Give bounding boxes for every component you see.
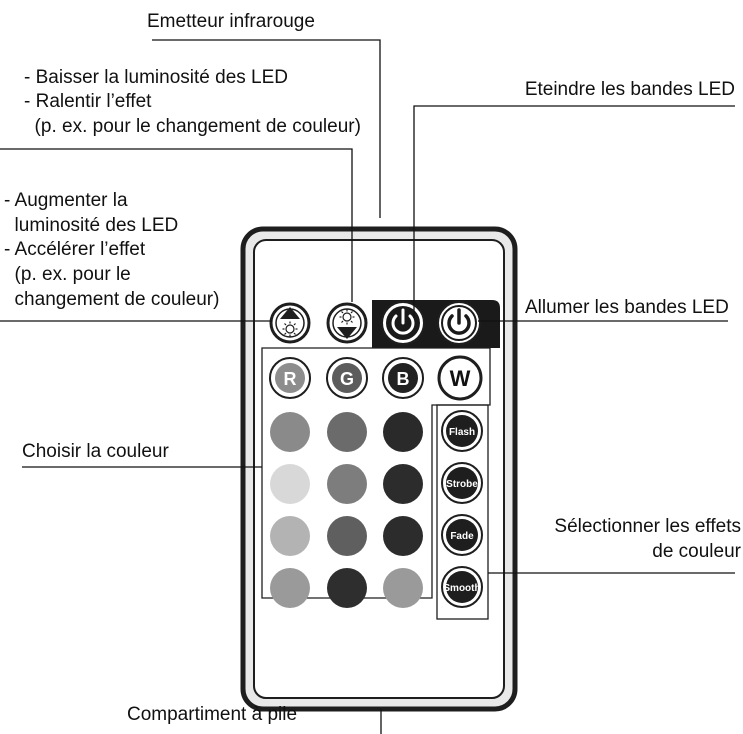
effects-label-1: Sélectionner les effets [554, 516, 741, 537]
rgbw-row: R G B W [269, 355, 483, 401]
rgb-fill-1 [332, 363, 362, 393]
color-swatch-4-1 [270, 568, 310, 608]
strobe-button: Strobe [441, 462, 483, 504]
increase-label-1: - Augmenter la [4, 190, 128, 211]
smooth-label: Smooth [443, 583, 480, 594]
color-swatch-2-1 [270, 464, 310, 504]
color-swatch-3-3 [383, 516, 423, 556]
leader-lines [0, 39, 735, 734]
power-on-button [437, 301, 481, 345]
white-label: W [450, 366, 471, 391]
smooth-button: Smooth [441, 566, 483, 608]
color-label: Choisir la couleur [22, 441, 169, 462]
rgb-fill-0 [275, 363, 305, 393]
color-swatch-4-3 [383, 568, 423, 608]
color-swatch-2-2 [327, 464, 367, 504]
color-swatch-3-2 [327, 516, 367, 556]
red-button: R [269, 357, 311, 399]
battery-label: Compartiment à pile [127, 704, 297, 725]
color-swatch-1-1 [270, 412, 310, 452]
green-button: G [326, 357, 368, 399]
color-swatch-3-1 [270, 516, 310, 556]
green-label: G [340, 369, 354, 389]
power-icon [391, 308, 415, 335]
color-group-frame [261, 347, 491, 599]
on-label: Allumer les bandes LED [525, 297, 729, 318]
color-swatch-1-3 [383, 412, 423, 452]
effects-label-2: de couleur [652, 541, 741, 562]
emitter-label: Emetteur infrarouge [147, 11, 315, 32]
white-button: W [437, 355, 483, 401]
leader-emitter [152, 39, 381, 218]
increase-label-4: (p. ex. pour le [4, 264, 131, 285]
fade-label: Fade [450, 531, 474, 542]
fade-button: Fade [441, 514, 483, 556]
blue-button: B [382, 357, 424, 399]
power-icon [447, 308, 471, 335]
sun-icon [282, 321, 298, 337]
brightness-up-button [269, 302, 311, 344]
decrease-label-2: - Ralentir l’effet [24, 91, 152, 112]
color-swatch-4-2 [327, 568, 367, 608]
red-label: R [284, 369, 297, 389]
increase-label-3: - Accélérer l’effet [4, 239, 146, 260]
effects-group-frame [436, 404, 489, 620]
off-label: Eteindre les bandes LED [525, 79, 735, 100]
color-swatch-2-3 [383, 464, 423, 504]
color-swatch-1-2 [327, 412, 367, 452]
color-grid [270, 412, 423, 608]
leader-decrease [0, 148, 353, 302]
increase-label-5: changement de couleur) [4, 289, 219, 310]
flash-button: Flash [441, 410, 483, 452]
blue-label: B [397, 369, 410, 389]
leader-off [413, 105, 735, 318]
increase-label-2: luminosité des LED [4, 215, 178, 236]
flash-label: Flash [449, 427, 475, 438]
strobe-label: Strobe [446, 479, 478, 490]
effect-buttons: Flash Strobe Fade Smooth [441, 410, 483, 608]
rgb-fill-2 [388, 363, 418, 393]
decrease-label-3: (p. ex. pour le changement de couleur) [24, 116, 361, 137]
sun-icon [339, 309, 355, 325]
power-off-button [381, 301, 425, 345]
brightness-down-button [326, 302, 368, 344]
decrease-label-1: - Baisser la luminosité des LED [24, 67, 288, 88]
